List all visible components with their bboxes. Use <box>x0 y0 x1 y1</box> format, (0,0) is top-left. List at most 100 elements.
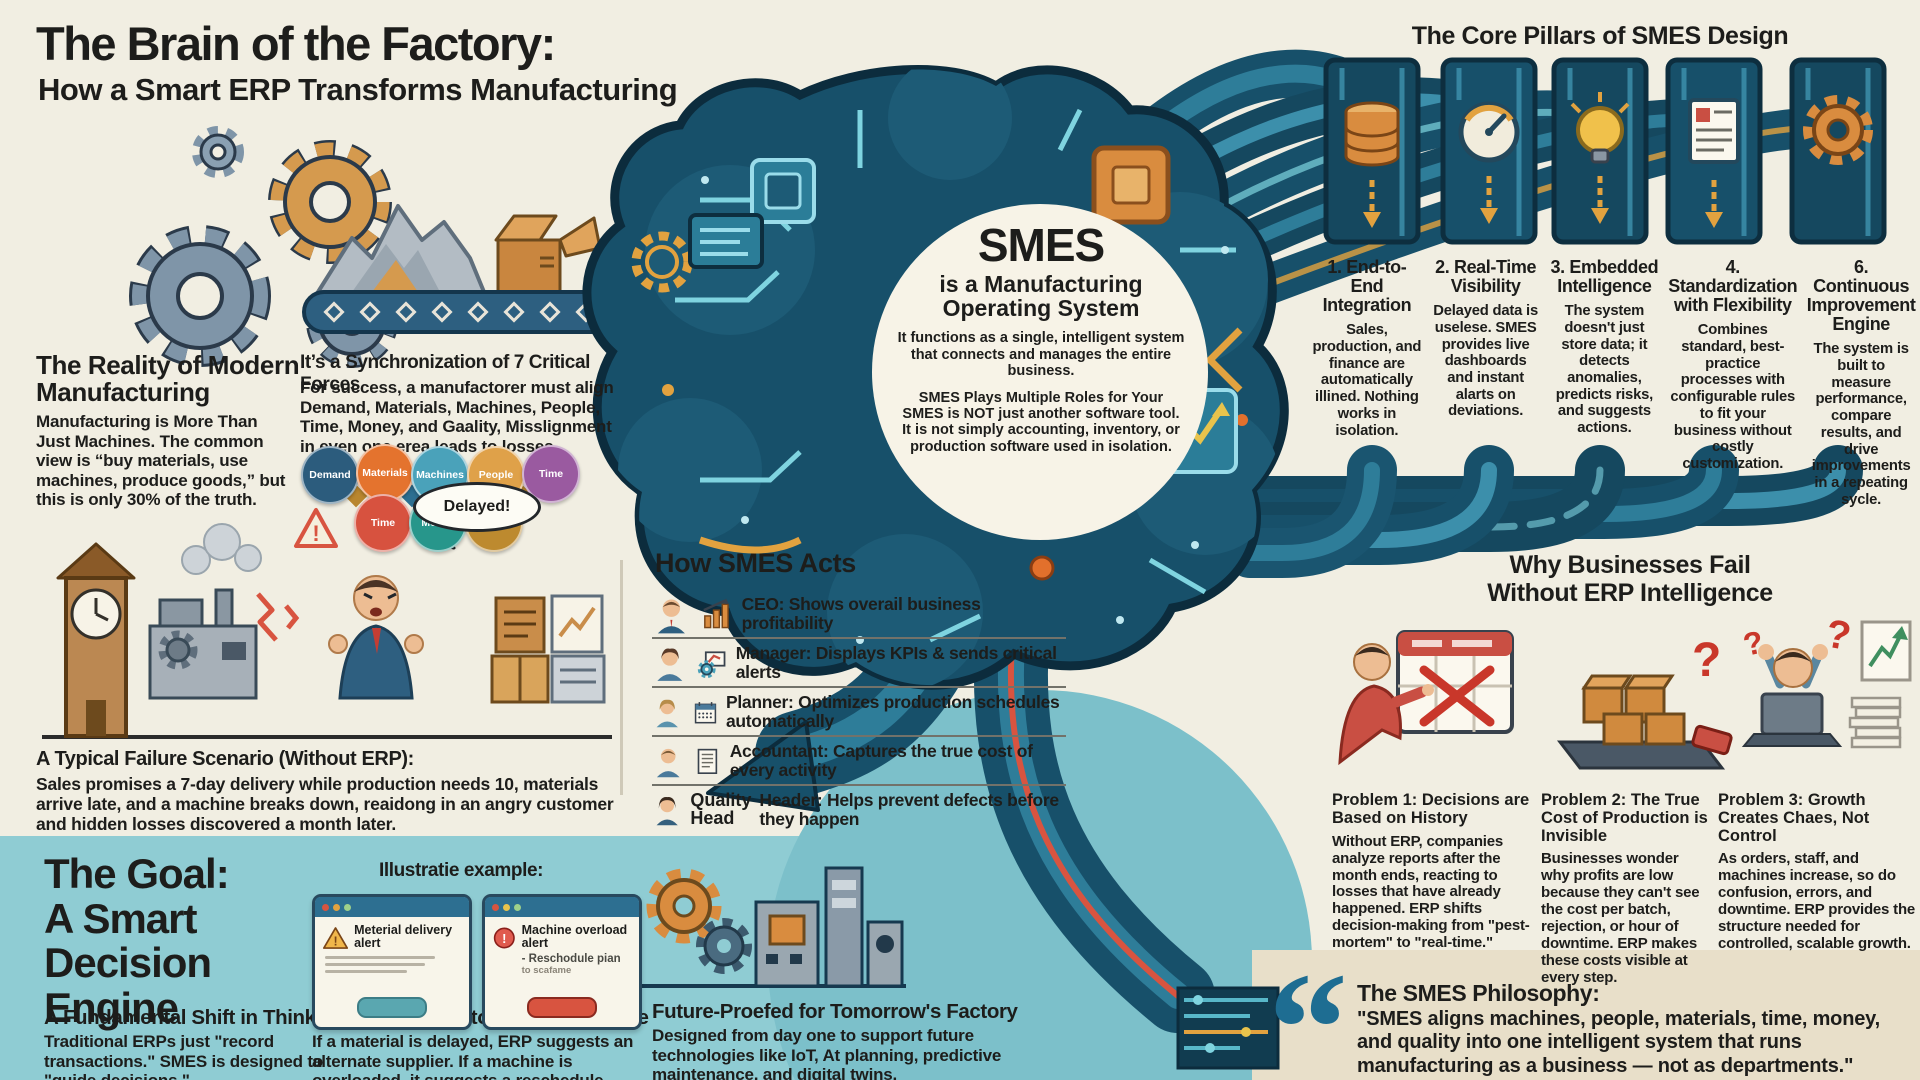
person-avatar-icon <box>657 598 685 633</box>
alert-text-line <box>325 956 435 959</box>
force-circle-time: Time <box>522 445 580 503</box>
brain-core: SMES is a Manufacturing Operating System… <box>880 222 1202 455</box>
alert-action-button[interactable] <box>357 997 427 1018</box>
brain-illustration <box>582 65 1289 690</box>
circuit-panel <box>1176 986 1280 1070</box>
pillar-body: The system is built to measure performan… <box>1811 341 1911 508</box>
alert-text-line <box>325 963 425 966</box>
page-title: The Brain of the Factory: <box>36 17 556 70</box>
window-dot-icon <box>344 903 351 911</box>
failure-heading: A Typical Failure Scenario (Without ERP)… <box>36 748 414 770</box>
window-dot-icon <box>333 903 340 911</box>
calendar-icon <box>694 701 716 723</box>
pillar-column-5: 6. Continuous Improvement Engine The sys… <box>1806 257 1916 509</box>
act-label: Manager: Displays KPIs & sends critical … <box>735 643 1057 682</box>
example-heading: Illustratie example: <box>378 860 544 881</box>
brain-core-title: SMES <box>977 219 1105 271</box>
pillar-body: Sales, production, and finance are autom… <box>1312 322 1422 439</box>
svg-text:?: ? <box>1692 634 1721 687</box>
philosophy-heading: The SMES Philosophy: <box>1357 980 1600 1006</box>
alert-title: Machine overload alert <box>521 923 628 951</box>
act-label: Accountant: Captures the true cost of ev… <box>729 741 1033 780</box>
section-divider <box>620 560 623 795</box>
brain-core-subtitle: is a Manufacturing Operating System <box>939 271 1143 322</box>
bar-chart-icon <box>703 598 729 628</box>
act-label: Planner: Optimizes production schedules … <box>725 692 1060 731</box>
guidance-body: If a material is delayed, ERP suggests a… <box>312 1032 634 1080</box>
acts-list: CEO: Shows overail business profitabilit… <box>652 590 1066 833</box>
person-avatar-icon <box>657 648 683 681</box>
pillar-title: 6. Continuous Improvement Engine <box>1806 257 1916 335</box>
pillar-body: The system doesn't just store data; it d… <box>1555 303 1654 437</box>
problems-row: Problem 1: Decisions are Based on Histor… <box>1332 791 1920 987</box>
alert-action-button[interactable] <box>527 997 597 1018</box>
act-label: Header: Helps prevent defects before the… <box>759 790 1059 829</box>
sync-heading: It’s a Synchronization of 7 Critical For… <box>300 352 591 395</box>
pillar-column-1: 1. End-to-End Integration Sales, product… <box>1312 257 1422 509</box>
force-circle-demand: Demand <box>301 446 359 504</box>
act-row-ceo: CEO: Shows overail business profitabilit… <box>652 590 1066 639</box>
act-row-manager: Manager: Displays KPIs & sends critical … <box>652 639 1066 688</box>
problem-2: Problem 2: The True Cost of Production i… <box>1541 791 1709 987</box>
quote-panel-bg <box>1252 950 1920 1080</box>
machine-overload-alert-card: ! Machine overload alert - Reschodule pi… <box>482 894 642 1030</box>
gear-icon <box>1803 95 1873 165</box>
acts-heading: How SMES Acts <box>655 548 856 578</box>
philosophy-quote: "SMES aligns machines, people, materials… <box>1357 1008 1880 1077</box>
pillar-body: Delayed data is uselese. SMES provides l… <box>1433 303 1538 420</box>
goal-body: Traditional ERPs just "record transactio… <box>44 1032 323 1080</box>
window-dot-icon <box>514 903 521 911</box>
alert-screen-gear-icon <box>697 650 726 678</box>
goal-subheading: A Fundamental Shift in Thinking <box>44 1006 346 1029</box>
gauge-icon <box>1458 101 1520 163</box>
force-circle-time-2: Time <box>354 494 412 552</box>
problem2-illustration: ? <box>1556 634 1733 770</box>
alert-detail-line: - Reschodule pian <box>521 953 621 966</box>
pillar-title: 4. Standardization with Flexibility <box>1668 257 1798 316</box>
alert-detail-line: to scafame <box>521 965 572 977</box>
lightbulb-icon <box>1570 92 1630 164</box>
problem-3: Problem 3: Growth Creates Chaes, Not Con… <box>1718 791 1920 987</box>
reality-heading: The Reality of Modern Manufacturing <box>36 350 300 408</box>
pillar-title: 2. Real-Time Visibility <box>1435 257 1537 297</box>
pillars-heading: The Core Pillars of SMES Design <box>1411 22 1789 50</box>
quotation-mark-icon: “ <box>1268 939 1348 1080</box>
problem-body: Businesses wonder why profits are low be… <box>1541 850 1700 986</box>
svg-text:!: ! <box>312 521 319 546</box>
alert-title: Meterial delivery alert <box>354 923 453 951</box>
database-icon <box>1344 101 1400 167</box>
pillar-body: Combines standard, best-practice process… <box>1670 322 1796 472</box>
act-row-quality-head: Quality Head Header: Helps prevent defec… <box>652 786 1066 833</box>
act-role-label: Quality Head <box>690 790 752 828</box>
act-label: CEO: Shows overail business profitabilit… <box>741 594 981 633</box>
brain-core-para1: It functions as a single, intelligent sy… <box>897 330 1185 379</box>
pillar-column-2: 2. Real-Time Visibility Delayed data is … <box>1431 257 1541 509</box>
pillar-column-3: 3. Embedded Intelligence The system does… <box>1550 257 1660 509</box>
failure-body: Sales promises a 7-day delivery while pr… <box>36 774 614 835</box>
error-circle-icon: ! <box>493 927 515 949</box>
person-avatar-icon <box>656 748 680 777</box>
alert-text-line <box>325 970 407 973</box>
whyfail-heading: Why Businesses Fail Without ERP Intellig… <box>1487 551 1773 607</box>
problem3-illustration: ? ? <box>1740 612 1912 749</box>
svg-text:!: ! <box>502 931 506 946</box>
delayed-speech-bubble: Delayed! <box>413 482 541 532</box>
document-icon <box>698 748 718 774</box>
problem-title: Problem 3: Growth Creates Chaes, Not Con… <box>1718 791 1870 845</box>
conveyor-illustration <box>302 204 614 334</box>
window-dot-icon <box>503 903 510 911</box>
reality-body: Manufacturing is More Than Just Machines… <box>36 412 286 510</box>
person-avatar-icon <box>656 796 678 825</box>
problem-1: Problem 1: Decisions are Based on Histor… <box>1332 791 1532 987</box>
pillar-tubes <box>1323 57 1887 245</box>
force-circle-materials: Materials <box>356 444 414 502</box>
alert-title-bar <box>485 897 639 917</box>
pipes-bottom <box>1225 445 1863 578</box>
failure-illustration: ! <box>42 508 612 739</box>
brain-core-para2: SMES Plays Multiple Roles for Your SMES … <box>902 389 1180 455</box>
window-dot-icon <box>322 903 329 911</box>
window-dot-icon <box>492 903 499 911</box>
pillar-column-4: 4. Standardization with Flexibility Comb… <box>1668 257 1798 509</box>
